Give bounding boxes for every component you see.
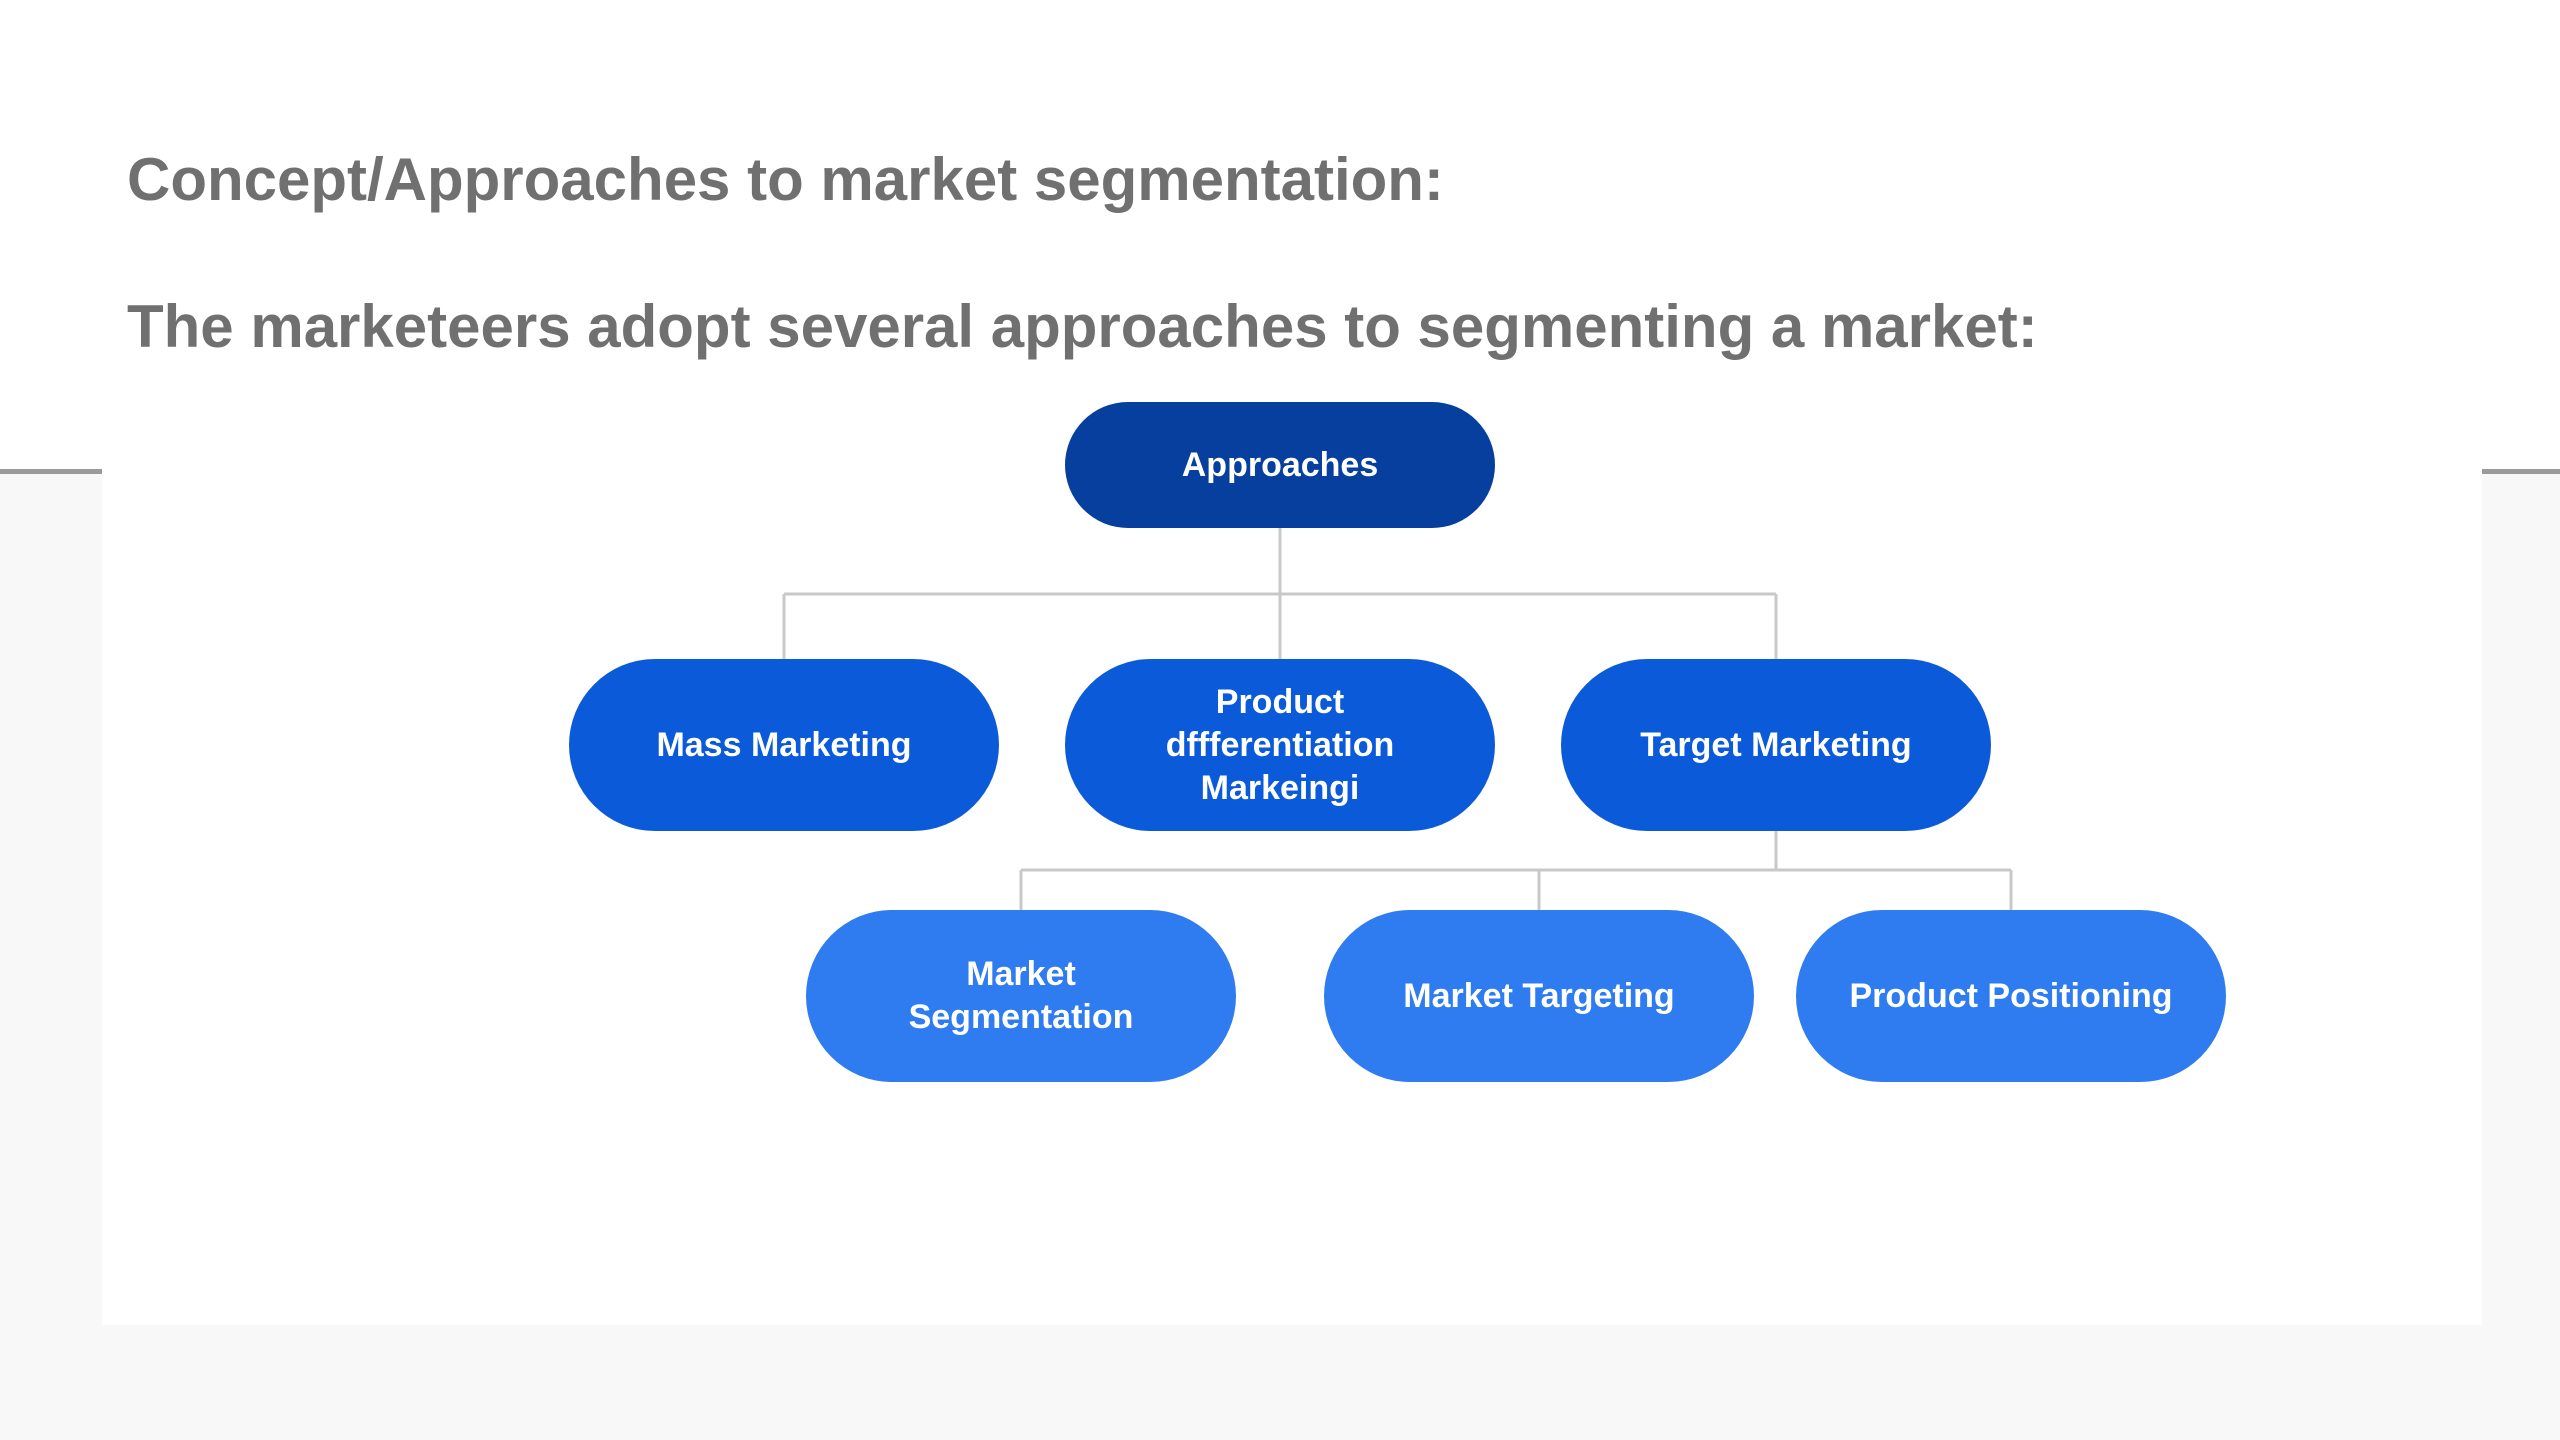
node-label: Product Positioning — [1849, 976, 2173, 1015]
node-product-positioning: Product Positioning — [1796, 910, 2226, 1082]
node-target-marketing: Target Marketing — [1561, 659, 1991, 831]
node-mass-marketing: Mass Marketing — [569, 659, 999, 831]
node-label: Mass Marketing — [656, 725, 912, 764]
node-label: Market Segmentation — [908, 955, 1134, 1036]
divider-line-left — [0, 469, 102, 474]
node-product-differentiation-marketing: Product dffferentiation Markeingi — [1065, 659, 1495, 831]
content-panel — [102, 469, 2482, 1325]
node-approaches: Approaches — [1065, 402, 1495, 528]
node-market-segmentation: Market Segmentation — [806, 910, 1236, 1082]
node-market-targeting: Market Targeting — [1324, 910, 1754, 1082]
divider-line-right — [2482, 469, 2560, 474]
node-label: Target Marketing — [1640, 725, 1912, 764]
slide-subtitle: The marketeers adopt several approaches … — [127, 293, 2038, 360]
node-label: Market Targeting — [1403, 976, 1675, 1015]
slide-title: Concept/Approaches to market segmentatio… — [127, 146, 1444, 213]
node-label: Product dffferentiation Markeingi — [1165, 682, 1395, 807]
